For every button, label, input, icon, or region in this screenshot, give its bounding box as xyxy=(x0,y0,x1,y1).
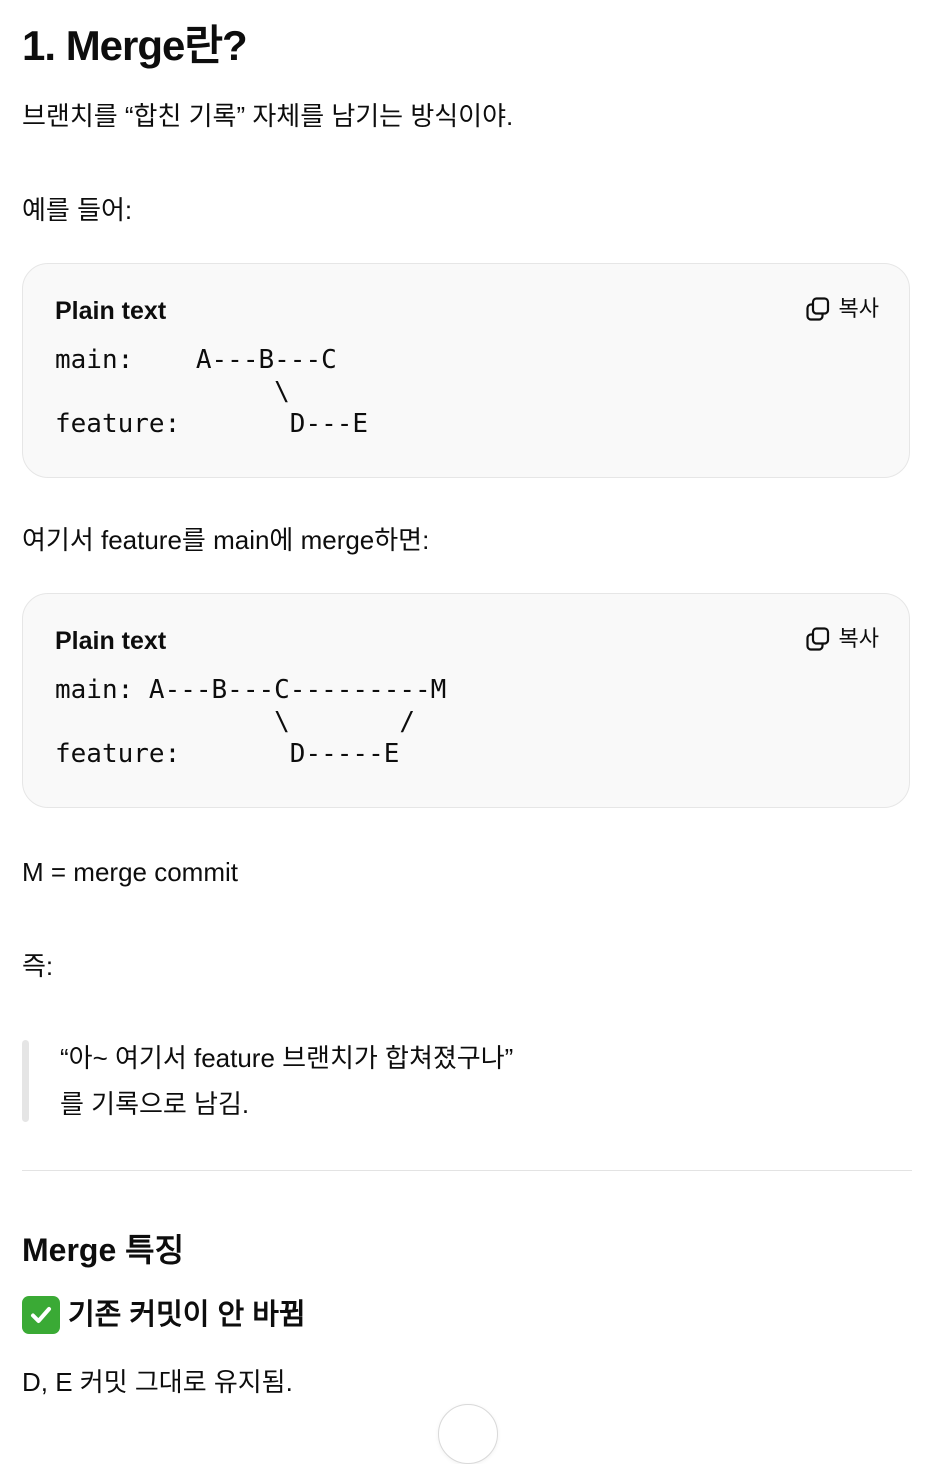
after-merge-text: 여기서 feature를 main에 merge하면: xyxy=(22,525,430,555)
code-line: feature: D-----E xyxy=(55,739,400,769)
check-mark-button-icon xyxy=(22,1296,60,1334)
example-label: 예를 들어: xyxy=(22,195,133,225)
code-line: \ / xyxy=(55,707,416,737)
section-heading: 1. Merge란? xyxy=(22,22,248,69)
copy-code-button[interactable]: 복사 xyxy=(805,622,879,656)
chat-message-content: 1. Merge란? 브랜치를 “합친 기록” 자체를 남기는 방식이야. 예를… xyxy=(22,22,912,1464)
features-heading: Merge 특징 xyxy=(22,1232,185,1268)
copy-button-label: 복사 xyxy=(838,296,879,321)
copy-icon xyxy=(805,626,831,652)
code-language-label: Plain text xyxy=(55,297,167,325)
copy-button-label: 복사 xyxy=(838,626,879,651)
feature-description: D, E 커밋 그대로 유지됨. xyxy=(22,1367,293,1397)
code-block-before-merge: Plain text 복사 main: A---B---C \ feature:… xyxy=(22,263,910,478)
code-content: main: A---B---C---------M \ / feature: D… xyxy=(55,674,446,770)
code-block-after-merge: Plain text 복사 main: A---B---C---------M … xyxy=(22,593,910,808)
scroll-to-bottom-button[interactable] xyxy=(438,1404,498,1464)
code-language-label: Plain text xyxy=(55,627,167,655)
blockquote-bar xyxy=(22,1040,29,1122)
intro-text: 브랜치를 “합친 기록” 자체를 남기는 방식이야. xyxy=(22,101,514,131)
blockquote-line: 를 기록으로 남김. xyxy=(60,1089,250,1119)
blockquote: “아~ 여기서 feature 브랜치가 합쳐졌구나” 를 기록으로 남김. xyxy=(22,1038,902,1122)
code-line: \ xyxy=(55,377,290,407)
code-content: main: A---B---C \ feature: D---E xyxy=(55,344,368,440)
code-line: main: A---B---C xyxy=(55,345,337,375)
code-line: main: A---B---C---------M xyxy=(55,675,447,705)
copy-code-button[interactable]: 복사 xyxy=(805,292,879,326)
feature-heading: 기존 커밋이 안 바뀜 xyxy=(22,1294,306,1336)
merge-commit-text: M = merge commit xyxy=(22,857,238,887)
copy-icon xyxy=(805,296,831,322)
code-line: feature: D---E xyxy=(55,409,369,439)
that-is-label: 즉: xyxy=(22,951,54,981)
divider xyxy=(22,1170,912,1171)
feature-title: 기존 커밋이 안 바뀜 xyxy=(68,1299,306,1331)
blockquote-line: “아~ 여기서 feature 브랜치가 합쳐졌구나” xyxy=(60,1043,514,1073)
